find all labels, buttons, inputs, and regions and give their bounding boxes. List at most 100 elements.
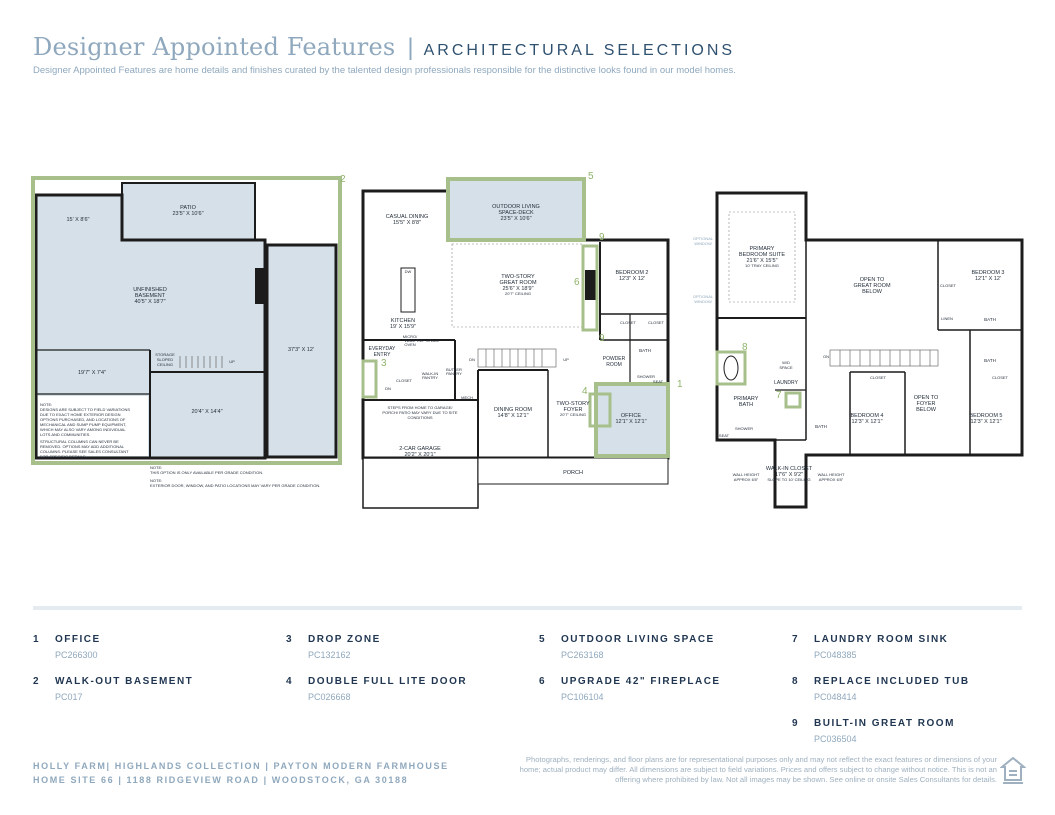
legend-name: OUTDOOR LIVING SPACE [561, 634, 715, 645]
tray-ceiling [728, 211, 796, 303]
foyer-label-1: TWO-STORY [556, 401, 590, 407]
basement-dim: 40'5" X 18'7" [134, 299, 165, 305]
primary-bath-label-2: BATH [739, 402, 753, 408]
page-header: Designer Appointed Features | ARCHITECTU… [33, 33, 735, 65]
walkin-label: WALK-IN CLOSET [766, 466, 813, 472]
outdoor-label-1: OUTDOOR LIVING [492, 204, 540, 210]
kitchen-island [400, 267, 416, 313]
great-room-label-1: TWO-STORY [501, 274, 535, 280]
drop-zone-highlight [361, 359, 378, 399]
basement-right-room [265, 243, 338, 459]
fireplace [585, 270, 597, 300]
open-great-label-1: OPEN TO [860, 277, 885, 283]
legend-number: 4 [286, 676, 292, 687]
seat-label: SEAT [653, 379, 664, 384]
basement-note-line: REMOVED. OPTIONS MAY ADD ADDITIONAL [40, 444, 125, 449]
open-foyer-label-2: FOYER [917, 401, 936, 407]
page-title: Designer Appointed Features [33, 33, 396, 61]
bedroom4-label: BEDROOM 4 [850, 413, 883, 419]
wd-space-label: SPACE [779, 365, 793, 370]
garage-outline [362, 457, 479, 509]
tub [723, 355, 739, 381]
on-label: ON [823, 354, 829, 359]
great-room-label-2: GREAT ROOM [499, 280, 536, 286]
dw-label: DW [405, 269, 412, 274]
legend-name: DOUBLE FULL LITE DOOR [308, 676, 468, 687]
main-floor-plan: CASUAL DINING 15'5" X 8'8" OUTDOOR LIVIN… [361, 171, 683, 509]
laundry-label: LAUNDRY [774, 380, 798, 386]
floor-plans: PATIO 23'5" X 10'6" 15' X 8'6" UNFINISHE… [31, 171, 1024, 509]
closet-label: CLOSET [648, 320, 665, 325]
entry-label: ENTRY [374, 352, 392, 358]
pantry-label: PANTRY [422, 375, 438, 380]
patio-label: PATIO [180, 205, 196, 211]
tray-ceiling-label: 10' TRAY CEILING [745, 263, 779, 268]
oven-label: OVEN [404, 342, 415, 347]
outdoor-living-highlight [446, 177, 586, 242]
dining-label: DINING ROOM [494, 407, 532, 413]
office-highlight [594, 382, 670, 458]
basement-note-line: FOR SPECIFIC DETAILS. [40, 454, 87, 459]
walkin-label: WALK-IN [422, 371, 439, 376]
marker-9: 9 [599, 333, 605, 344]
bedroom3-label: BEDROOM 3 [971, 270, 1004, 276]
legend-name: OFFICE [55, 634, 101, 645]
primary-suite-label-2: BEDROOM SUITE [739, 252, 785, 258]
open-foyer-label-1: OPEN TO [914, 395, 939, 401]
room-label: ROOM [606, 362, 622, 368]
wd-label: W/D [782, 360, 790, 365]
page-description: Designer Appointed Features are home det… [33, 65, 736, 76]
basement-note-line: DUE TO EXACT HOME EXTERIOR DESIGN [40, 412, 121, 417]
marker-5: 5 [588, 171, 594, 182]
community-line: HOLLY FARM| HIGHLANDS COLLECTION | PAYTO… [33, 761, 449, 771]
office-dim: 12'1" X 12'1" [615, 419, 646, 425]
fireplace-highlight [581, 244, 599, 332]
legend-code: PC132162 [308, 650, 351, 660]
bedroom4-dim: 12'3" X 12'1" [851, 419, 882, 425]
foyer-label-2: FOYER [564, 407, 583, 413]
garage-label: 2-CAR GARAGE [399, 446, 441, 452]
basement-note-line: DESIGNS ARE SUBJECT TO FIELD VARIATIONS [40, 407, 130, 412]
legend-name: UPGRADE 42" FIREPLACE [561, 676, 721, 687]
legend-number: 3 [286, 634, 292, 645]
section-divider [33, 606, 1022, 610]
marker-4: 4 [582, 386, 588, 397]
upper-stairs [829, 349, 939, 367]
basement-stairs [179, 356, 223, 368]
great-room-ceiling [451, 243, 583, 328]
up-label: UP [563, 357, 569, 362]
dining-dim: 14'8" X 12'1" [497, 413, 528, 419]
marker-6: 6 [574, 277, 580, 288]
double-door-highlight [588, 392, 612, 428]
everyday-label: EVERYDAY [369, 346, 396, 352]
basement-note-line: WHICH MAY ALSO VARY AMONG INDIVIDUAL [40, 427, 126, 432]
bottom-note-text: THIS OPTION IS ONLY AVAILABLE PER GRADE … [150, 470, 263, 475]
community-info: HOLLY FARM| HIGHLANDS COLLECTION | PAYTO… [33, 759, 449, 787]
bottom-note-text: EXTERIOR DOOR, WINDOW, AND PATIO LOCATIO… [150, 483, 320, 488]
primary-bath-label-1: PRIMARY [734, 396, 759, 402]
right-room-dim: 37'3" X 12' [288, 347, 314, 353]
legend-number: 8 [792, 676, 798, 687]
ceiling-label: CEILING [157, 362, 173, 367]
legend-name: WALK-OUT BASEMENT [55, 676, 194, 687]
legend-name: DROP ZONE [308, 634, 381, 645]
shower-label: SHOWER [735, 426, 753, 431]
marker-3: 3 [381, 358, 387, 369]
basement-note-line: MECHANICAL AND SUMP PUMP EQUIPMENT, [40, 422, 126, 427]
bath-label: BATH [639, 348, 651, 353]
legend-code: PC263168 [561, 650, 604, 660]
basement-label: BASEMENT [135, 293, 166, 299]
kitchen-dim: 19' X 15'9" [390, 324, 416, 330]
legend-code: PC106104 [561, 692, 604, 702]
marker-7: 7 [776, 390, 782, 401]
legend-code: PC048385 [814, 650, 857, 660]
office-label: OFFICE [621, 413, 641, 419]
room-b-dim: 19'7" X 7'4" [78, 370, 106, 376]
foyer-ceiling-label: 20'7" CEILING [560, 412, 586, 417]
wall-height-dim: APPROX 6'8" [819, 477, 844, 482]
window-label: WINDOW [694, 299, 712, 304]
outdoor-dim: 23'5" X 10'6" [500, 216, 531, 222]
patio-dim: 23'5" X 10'6" [172, 211, 203, 217]
window-label: WINDOW [694, 241, 712, 246]
up-label: UP [229, 359, 235, 364]
